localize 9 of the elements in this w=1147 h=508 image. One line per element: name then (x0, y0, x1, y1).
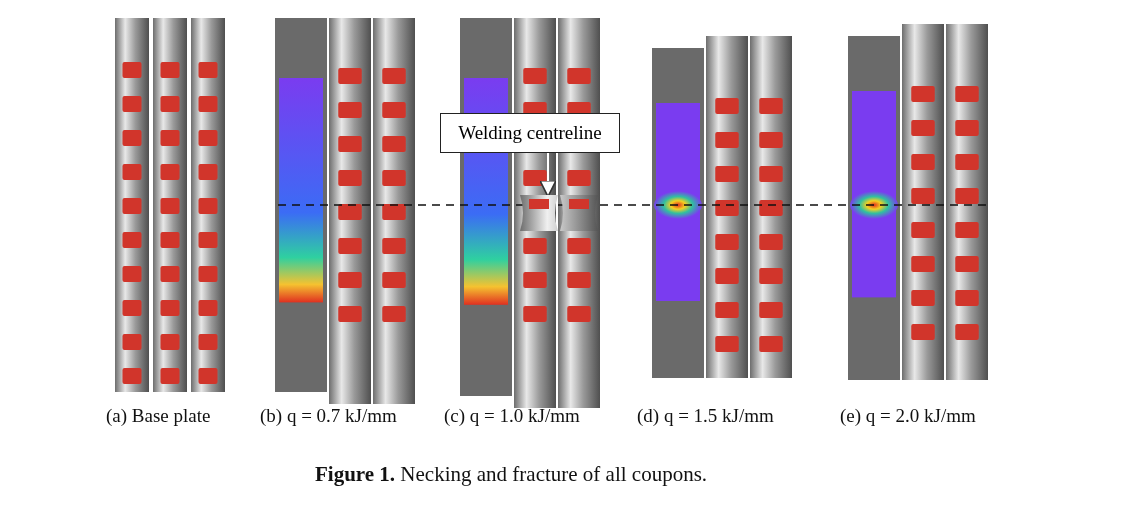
panel-caption: (e) q = 2.0 kJ/mm (840, 405, 976, 427)
panel-caption: (a) Base plate (106, 405, 211, 427)
panel-caption: (c) q = 1.0 kJ/mm (444, 405, 580, 427)
figure-caption: Figure 1. Necking and fracture of all coupons. (315, 462, 708, 487)
panel-caption: (b) q = 0.7 kJ/mm (260, 405, 397, 427)
callout-box: Welding centreline (440, 113, 620, 153)
panel-caption: (d) q = 1.5 kJ/mm (637, 405, 774, 427)
necked-coupon-drawing (520, 195, 598, 231)
arrow (539, 152, 557, 198)
